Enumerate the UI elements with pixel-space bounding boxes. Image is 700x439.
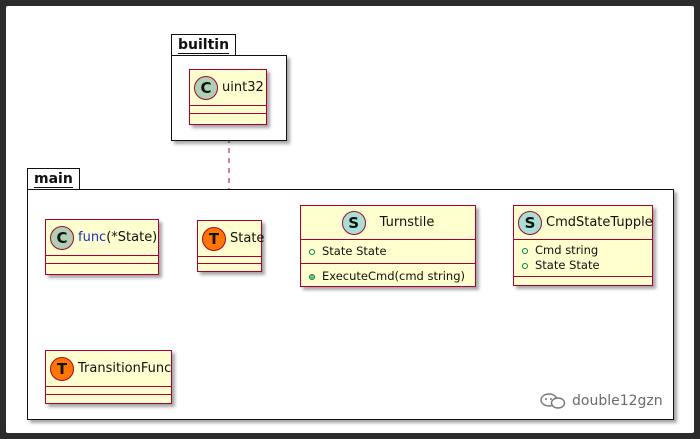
class-state-header: T State bbox=[198, 221, 265, 257]
class-turnstile[interactable]: S Turnstile State State ExecuteCmd(cmd s… bbox=[300, 205, 476, 287]
watermark-text: double12gzn bbox=[572, 393, 663, 409]
class-state[interactable]: T State bbox=[197, 220, 265, 272]
class-uint32-header: C uint32 bbox=[190, 70, 266, 106]
field-text: State State bbox=[535, 258, 600, 272]
public-field-icon bbox=[522, 247, 528, 254]
class-badge-icon: C bbox=[194, 75, 218, 100]
class-cmdstatetupple-name: CmdStateTupple bbox=[546, 215, 653, 230]
package-main-tab: main bbox=[27, 168, 80, 190]
class-uint32-methods bbox=[190, 114, 266, 122]
class-func-header: C func(*State) bbox=[46, 220, 158, 256]
field-text: Cmd string bbox=[535, 243, 599, 257]
class-func-methods bbox=[46, 264, 158, 272]
class-func[interactable]: C func(*State) bbox=[45, 219, 159, 275]
wechat-icon bbox=[540, 393, 566, 409]
struct-badge-icon: S bbox=[341, 210, 366, 235]
method-text: ExecuteCmd(cmd string) bbox=[322, 269, 465, 283]
struct-badge-icon: S bbox=[518, 210, 542, 235]
public-method-icon bbox=[309, 273, 315, 280]
class-badge-icon: C bbox=[50, 225, 74, 250]
class-uint32[interactable]: C uint32 bbox=[189, 69, 267, 125]
field-row: Cmd string bbox=[514, 243, 652, 258]
class-cmdstatetupple-header: S CmdStateTupple bbox=[514, 206, 653, 240]
class-transitionfunc[interactable]: T TransitionFunc bbox=[45, 350, 172, 404]
class-transitionfunc-methods bbox=[46, 395, 171, 402]
class-turnstile-fields: State State bbox=[301, 240, 475, 264]
package-builtin-tab: builtin bbox=[171, 34, 237, 56]
class-state-name: State bbox=[230, 231, 265, 246]
class-transitionfunc-name: TransitionFunc bbox=[78, 361, 172, 376]
package-main-label: main bbox=[34, 171, 73, 188]
class-func-name: func(*State) bbox=[78, 230, 157, 245]
type-badge-icon: T bbox=[202, 226, 226, 251]
class-cmdstatetupple-methods bbox=[514, 277, 652, 284]
class-turnstile-header: S Turnstile bbox=[301, 206, 475, 240]
field-row: State State bbox=[514, 258, 652, 273]
func-signature: (*State) bbox=[106, 230, 158, 245]
class-transitionfunc-fields bbox=[46, 387, 171, 395]
class-turnstile-name: Turnstile bbox=[379, 215, 435, 230]
func-keyword: func bbox=[78, 230, 107, 245]
public-field-icon bbox=[522, 262, 528, 269]
package-builtin-label: builtin bbox=[178, 37, 230, 54]
class-transitionfunc-header: T TransitionFunc bbox=[46, 351, 171, 387]
field-text: State State bbox=[322, 244, 387, 258]
class-uint32-name: uint32 bbox=[222, 80, 264, 95]
class-turnstile-methods: ExecuteCmd(cmd string) bbox=[301, 264, 475, 288]
class-state-fields bbox=[198, 257, 261, 264]
type-badge-icon: T bbox=[50, 356, 74, 381]
class-cmdstatetupple[interactable]: S CmdStateTupple Cmd string State State bbox=[513, 205, 653, 286]
class-uint32-fields bbox=[190, 106, 266, 114]
class-func-fields bbox=[46, 256, 158, 264]
public-field-icon bbox=[309, 248, 315, 255]
watermark: double12gzn bbox=[540, 393, 663, 409]
field-row: State State bbox=[301, 244, 475, 259]
class-cmdstatetupple-fields: Cmd string State State bbox=[514, 240, 652, 277]
method-row: ExecuteCmd(cmd string) bbox=[301, 269, 475, 284]
class-state-methods bbox=[198, 264, 261, 270]
